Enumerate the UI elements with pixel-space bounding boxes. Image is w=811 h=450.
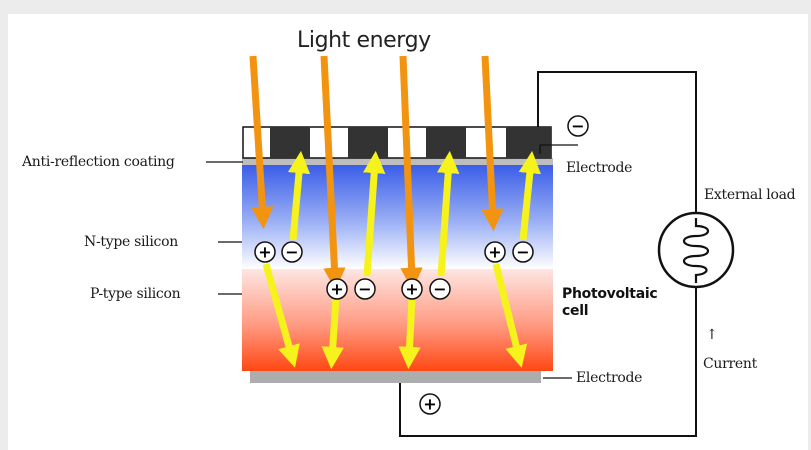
carrier-arrows: [262, 150, 541, 370]
electron-arrow: [518, 150, 541, 241]
plus-charge: +: [484, 241, 506, 263]
photovoltaic-cell-label-line1: Photovoltaic: [562, 286, 658, 302]
minus-charge: −: [512, 241, 534, 263]
circuit-wire-bottom: [399, 283, 697, 437]
light-ray: [320, 55, 346, 291]
hole-arrow: [492, 263, 528, 368]
electron-arrow: [363, 150, 386, 277]
n-type-silicon-label: N-type silicon: [84, 234, 178, 250]
svg-text:+: +: [423, 395, 436, 414]
svg-text:−: −: [285, 243, 298, 262]
external-load-lamp-icon: [657, 211, 735, 289]
bottom-electrode: [250, 371, 541, 383]
hole-arrow: [321, 297, 344, 370]
plus-charge: +: [254, 241, 276, 263]
light-energy-title: Light energy: [297, 28, 431, 53]
external-load-label: External load: [704, 187, 796, 203]
plus-charge: +: [401, 278, 423, 300]
svg-text:+: +: [405, 280, 418, 299]
hole-arrow: [398, 297, 421, 370]
current-arrow-icon: ↑: [706, 327, 718, 343]
photovoltaic-cell-label-line2: cell: [562, 303, 589, 319]
svg-text:−: −: [433, 280, 446, 299]
minus-charge: −: [354, 278, 376, 300]
anti-reflection-coating-label: Anti-reflection coating: [22, 154, 175, 170]
svg-text:−: −: [516, 243, 529, 262]
top-electrode-label: Electrode: [566, 160, 633, 176]
light-ray: [481, 55, 504, 232]
photovoltaic-cell-label: Photovoltaic cell: [562, 286, 658, 320]
p-type-silicon-label: P-type silicon: [90, 286, 181, 302]
light-ray: [399, 55, 423, 291]
positive-terminal-symbol: +: [419, 393, 441, 415]
light-ray: [249, 55, 274, 230]
circuit-wire-top: [537, 71, 697, 218]
current-label: Current: [703, 356, 757, 372]
minus-charge: −: [429, 278, 451, 300]
electron-arrow: [287, 150, 311, 241]
anti-reflection-coating: [242, 158, 553, 165]
hole-arrow: [262, 263, 300, 368]
svg-text:−: −: [358, 280, 371, 299]
svg-text:−: −: [571, 117, 584, 136]
electron-arrow: [437, 150, 460, 277]
svg-text:+: +: [258, 243, 271, 262]
minus-charge: −: [281, 241, 303, 263]
svg-text:+: +: [330, 280, 343, 299]
svg-text:+: +: [488, 243, 501, 262]
plus-charge: +: [326, 278, 348, 300]
bottom-electrode-label: Electrode: [576, 370, 643, 386]
light-rays: [249, 55, 504, 291]
negative-terminal-symbol: −: [567, 115, 589, 137]
